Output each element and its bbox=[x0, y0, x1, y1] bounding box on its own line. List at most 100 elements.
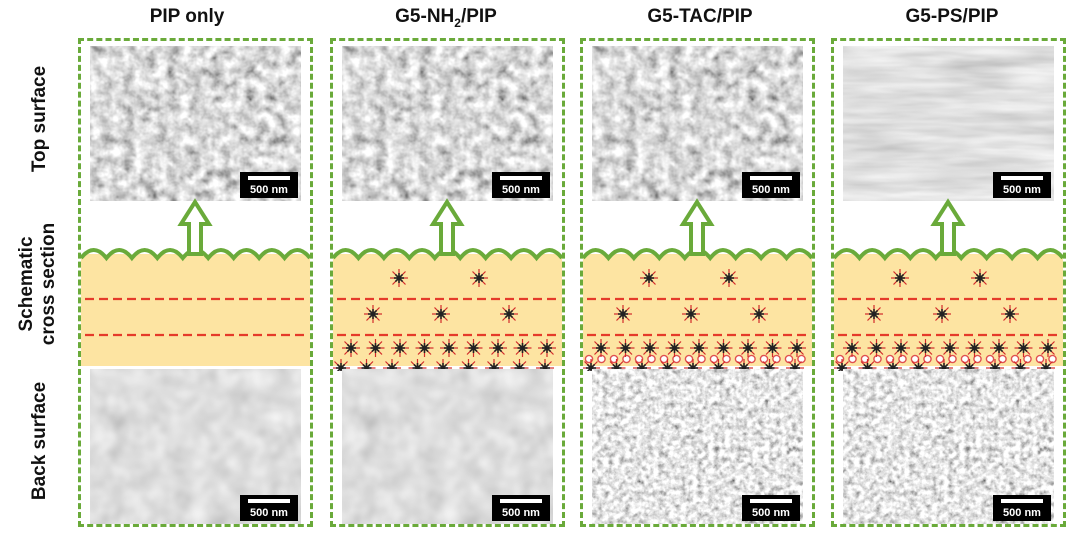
reagent-dot bbox=[1023, 354, 1032, 364]
scale-bar: 500 nm bbox=[492, 495, 550, 521]
reagent-dot bbox=[722, 354, 731, 364]
sem-back-surface: 500 nm bbox=[90, 369, 301, 524]
column-title-ps: G5-PS/PIP bbox=[905, 6, 999, 27]
dendrimer-icon bbox=[1013, 338, 1034, 358]
scale-bar: 500 nm bbox=[993, 172, 1051, 198]
dendrimer-icon bbox=[866, 338, 887, 358]
dendrimer-icon bbox=[964, 338, 985, 358]
schematic-cross-section bbox=[834, 198, 1063, 371]
schematic-cross-section bbox=[333, 198, 562, 371]
reagent-dot bbox=[647, 354, 656, 364]
reagent-dot bbox=[622, 354, 631, 364]
dendrimer-icon bbox=[613, 304, 633, 324]
support-gap bbox=[81, 366, 310, 371]
panel-ps: 500 nm 500 nm bbox=[831, 38, 1066, 527]
scale-bar: 500 nm bbox=[993, 495, 1051, 521]
row-label-schematic: Schematic cross section bbox=[16, 204, 60, 364]
scale-bar: 500 nm bbox=[742, 172, 800, 198]
sem-top-surface: 500 nm bbox=[592, 46, 803, 201]
dendrimer-icon bbox=[341, 338, 361, 358]
dendrimer-icon bbox=[713, 338, 734, 358]
dendrimer-icon bbox=[762, 338, 783, 358]
polyamide-layer bbox=[81, 254, 310, 371]
dendrimer-icon bbox=[463, 338, 484, 358]
dendrimer-icon bbox=[890, 268, 910, 288]
sem-back-surface: 500 nm bbox=[342, 369, 553, 524]
reagent-dot bbox=[697, 354, 706, 364]
panel-pip: 500 nm 500 nm bbox=[78, 38, 313, 527]
dendrimer-icon bbox=[689, 338, 709, 358]
reagent-dot bbox=[973, 354, 982, 364]
dendrimer-icon bbox=[681, 304, 701, 324]
reagent-dot bbox=[1010, 354, 1020, 364]
reagent-dot bbox=[609, 354, 619, 364]
reagent-dot bbox=[985, 354, 995, 364]
dendrimer-icon bbox=[512, 338, 533, 358]
scale-bar: 500 nm bbox=[240, 172, 298, 198]
reagent-dot bbox=[709, 354, 719, 364]
dendrimer-icon bbox=[970, 268, 990, 288]
dendrimer-icon bbox=[749, 304, 769, 324]
row-label-top: Top surface bbox=[29, 65, 50, 173]
reagent-dot bbox=[860, 354, 870, 364]
dendrimer-icon bbox=[431, 304, 451, 324]
dendrimer-icon bbox=[363, 304, 383, 324]
dendrimer-icon bbox=[738, 338, 758, 358]
dendrimer-icon bbox=[469, 268, 489, 288]
reagent-dot bbox=[672, 354, 681, 364]
reagent-dot bbox=[960, 354, 970, 364]
dendrimer-icon bbox=[439, 338, 459, 358]
sem-back-surface: 500 nm bbox=[843, 369, 1054, 524]
dendrimer-icon bbox=[989, 338, 1009, 358]
sem-top-surface: 500 nm bbox=[342, 46, 553, 201]
dendrimer-icon bbox=[591, 338, 611, 358]
sem-back-surface: 500 nm bbox=[592, 369, 803, 524]
reagent-dot bbox=[1048, 354, 1057, 364]
reagent-dot bbox=[747, 354, 756, 364]
dendrimer-icon bbox=[537, 338, 557, 358]
sem-top-surface: 500 nm bbox=[843, 46, 1054, 201]
dendrimer-icon bbox=[414, 338, 435, 358]
dendrimer-icon bbox=[932, 304, 952, 324]
dendrimer-icon bbox=[615, 338, 636, 358]
reagent-dot bbox=[873, 354, 882, 364]
scale-bar: 500 nm bbox=[240, 495, 298, 521]
panel-tac: 500 nm 500 nm bbox=[580, 38, 815, 527]
reagent-dot bbox=[759, 354, 769, 364]
dendrimer-icon bbox=[664, 338, 685, 358]
scale-bar: 500 nm bbox=[492, 172, 550, 198]
reagent-dot bbox=[734, 354, 744, 364]
dendrimer-icon bbox=[390, 338, 410, 358]
row-label-back: Back surface bbox=[29, 381, 50, 501]
reagent-dot bbox=[923, 354, 932, 364]
panel-nh2: 500 nm 500 nm bbox=[330, 38, 565, 527]
dendrimer-icon bbox=[499, 304, 519, 324]
dendrimer-icon bbox=[891, 338, 911, 358]
arrow-up-icon bbox=[429, 198, 465, 256]
dendrimer-icon bbox=[389, 268, 409, 288]
dendrimer-icon bbox=[940, 338, 960, 358]
arrow-up-icon bbox=[930, 198, 966, 256]
reagent-dot bbox=[797, 354, 806, 364]
reagent-dot bbox=[898, 354, 907, 364]
dendrimer-icon bbox=[640, 338, 660, 358]
row-label-schematic-line2: cross section bbox=[38, 222, 59, 346]
arrow-up-icon bbox=[679, 198, 715, 256]
dendrimer-icon bbox=[719, 268, 739, 288]
column-title-tac: G5-TAC/PIP bbox=[647, 6, 753, 27]
arrow-up-icon bbox=[177, 198, 213, 256]
dendrimer-icon bbox=[787, 338, 807, 358]
dendrimer-icon bbox=[488, 338, 508, 358]
dendrimer-icon bbox=[1000, 304, 1020, 324]
dendrimer-icon bbox=[842, 338, 862, 358]
row-label-schematic-line1: Schematic bbox=[16, 236, 37, 332]
dendrimer-icon bbox=[864, 304, 884, 324]
dendrimer-icon bbox=[639, 268, 659, 288]
schematic-cross-section bbox=[81, 198, 310, 371]
sem-top-surface: 500 nm bbox=[90, 46, 301, 201]
dendrimer-icon bbox=[365, 338, 386, 358]
column-title-nh2: G5-NH2/PIP bbox=[395, 6, 497, 30]
reagent-dot bbox=[948, 354, 957, 364]
column-title-pip: PIP only bbox=[149, 6, 225, 27]
dendrimer-icon bbox=[1038, 338, 1058, 358]
